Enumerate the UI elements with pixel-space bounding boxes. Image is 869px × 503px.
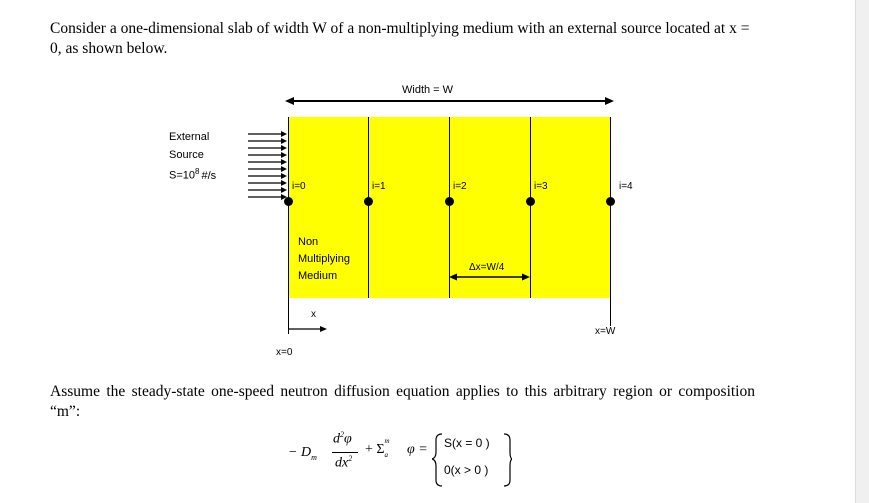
fraction-numerator: d2φ — [333, 430, 352, 447]
node-i1 — [364, 197, 373, 206]
grid-line-i3 — [530, 117, 531, 298]
x-zero-label: x=0 — [276, 347, 293, 358]
source-label-line1: External — [169, 131, 210, 143]
intro-paragraph: Consider a one-dimensional slab of width… — [50, 20, 750, 57]
cases-braces — [432, 433, 512, 487]
source-unit: #/s — [201, 169, 217, 182]
medium-label-line2: Multiplying — [298, 253, 350, 265]
fraction-denominator: dx2 — [335, 454, 353, 471]
boundary-line-i0 — [288, 117, 289, 334]
viewer-scroll-gutter[interactable] — [855, 0, 869, 503]
node-label-i4: i=4 — [619, 181, 633, 192]
diffusion-coefficient: − Dm — [288, 445, 317, 462]
case-source: S(x = 0 ) — [444, 436, 490, 450]
node-label-i2: i=2 — [453, 181, 467, 192]
grid-line-i2 — [449, 117, 450, 298]
node-label-i1: i=1 — [372, 181, 386, 192]
node-i4 — [606, 197, 615, 206]
node-i0 — [284, 197, 293, 206]
flux-equals: φ = — [407, 442, 428, 457]
fraction-bar — [332, 452, 358, 453]
x-width-label: x=W — [595, 326, 616, 337]
medium-label-line1: Non — [298, 236, 319, 248]
assumption-paragraph: Assume the steady-state one-speed neutro… — [50, 383, 755, 420]
source-strength-value: S=10 — [169, 169, 195, 182]
grid-line-i1 — [368, 117, 369, 298]
delta-x-label: Δx=W/4 — [469, 262, 505, 273]
source-strength-label: S=108#/s — [169, 167, 216, 182]
node-label-i3: i=3 — [534, 181, 548, 192]
case-zero: 0(x > 0 ) — [444, 463, 489, 477]
boundary-line-i4 — [610, 117, 611, 326]
node-i2 — [445, 197, 454, 206]
width-label: Width = W — [402, 84, 454, 96]
x-axis-label: x — [311, 309, 316, 320]
node-i3 — [526, 197, 535, 206]
source-label-line2: Source — [169, 149, 204, 161]
source-exponent: 8 — [195, 167, 200, 176]
medium-label-line3: Medium — [298, 270, 338, 282]
node-label-i0: i=0 — [292, 181, 306, 192]
